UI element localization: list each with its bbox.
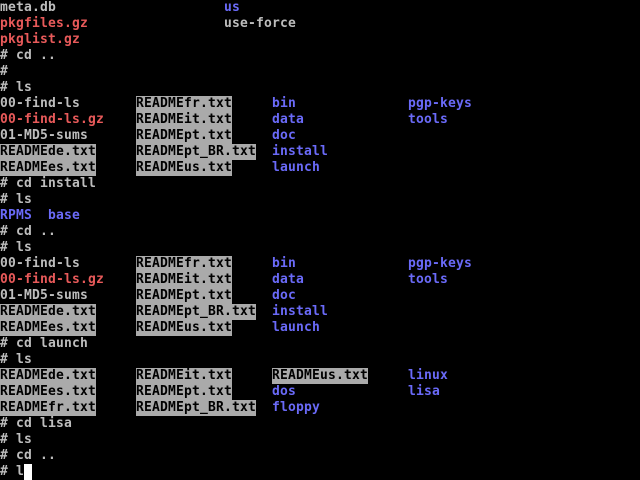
directory-entry: linux	[408, 368, 448, 383]
directory-entry: data	[272, 112, 304, 127]
directory-entry: tools	[408, 272, 448, 287]
file-entry: 01-MD5-sums	[0, 288, 88, 303]
file-entry: READMEde.txt	[0, 304, 96, 320]
file-entry: 00-find-ls.gz	[0, 272, 104, 287]
file-entry: READMEit.txt	[136, 112, 232, 128]
shell-command-line: #	[0, 64, 8, 79]
directory-entry: pgp-keys	[408, 256, 472, 271]
shell-command-line: # cd lisa	[0, 416, 72, 431]
shell-command-line: # cd ..	[0, 48, 56, 63]
shell-command-line: # ls	[0, 352, 32, 367]
file-entry: pkglist.gz	[0, 32, 80, 47]
shell-command-line: # ls	[0, 432, 32, 447]
directory-entry: launch	[272, 320, 320, 335]
file-entry: 00-find-ls.gz	[0, 112, 104, 127]
file-entry: READMEde.txt	[0, 144, 96, 160]
file-entry: READMEpt.txt	[136, 128, 232, 144]
file-entry: READMEde.txt	[0, 368, 96, 384]
file-entry: 01-MD5-sums	[0, 128, 88, 143]
file-entry: READMEfr.txt	[136, 96, 232, 112]
shell-command-line: # ls	[0, 192, 32, 207]
file-entry: READMEfr.txt	[136, 256, 232, 272]
directory-entry: tools	[408, 112, 448, 127]
file-entry: READMEpt_BR.txt	[136, 144, 256, 160]
file-entry: READMEit.txt	[136, 272, 232, 288]
shell-command-line: # cd launch	[0, 336, 88, 351]
directory-entry: pgp-keys	[408, 96, 472, 111]
file-entry: READMEes.txt	[0, 160, 96, 176]
directory-entry: install	[272, 304, 328, 319]
directory-entry: RPMS	[0, 208, 32, 223]
shell-command-line: # cd ..	[0, 224, 56, 239]
directory-entry: lisa	[408, 384, 440, 399]
directory-entry: us	[224, 0, 240, 15]
file-entry: READMEus.txt	[136, 320, 232, 336]
shell-command-line: # cd install	[0, 176, 96, 191]
directory-entry: doc	[272, 128, 296, 143]
directory-entry: doc	[272, 288, 296, 303]
file-entry: pkgfiles.gz	[0, 16, 88, 31]
directory-entry: data	[272, 272, 304, 287]
directory-entry: launch	[272, 160, 320, 175]
file-entry: READMEes.txt	[0, 320, 96, 336]
file-entry: READMEes.txt	[0, 384, 96, 400]
file-entry: use-force	[224, 16, 296, 31]
directory-entry: bin	[272, 256, 296, 271]
file-entry: READMEpt_BR.txt	[136, 304, 256, 320]
file-entry: READMEpt.txt	[136, 384, 232, 400]
shell-command-line: # ls	[0, 80, 32, 95]
file-entry: 00-find-ls	[0, 96, 80, 111]
file-entry: 00-find-ls	[0, 256, 80, 271]
file-entry: READMEpt.txt	[136, 288, 232, 304]
shell-command-line: # l	[0, 464, 24, 479]
file-entry: READMEus.txt	[272, 368, 368, 384]
directory-entry: floppy	[272, 400, 320, 415]
file-entry: READMEus.txt	[136, 160, 232, 176]
directory-entry: base	[48, 208, 80, 223]
shell-command-line: # ls	[0, 240, 32, 255]
directory-entry: dos	[272, 384, 296, 399]
shell-command-line: # cd ..	[0, 448, 56, 463]
directory-entry: install	[272, 144, 328, 159]
text-cursor	[24, 464, 32, 480]
file-entry: READMEpt_BR.txt	[136, 400, 256, 416]
file-entry: meta.db	[0, 0, 56, 15]
directory-entry: bin	[272, 96, 296, 111]
file-entry: READMEfr.txt	[0, 400, 96, 416]
file-entry: READMEit.txt	[136, 368, 232, 384]
